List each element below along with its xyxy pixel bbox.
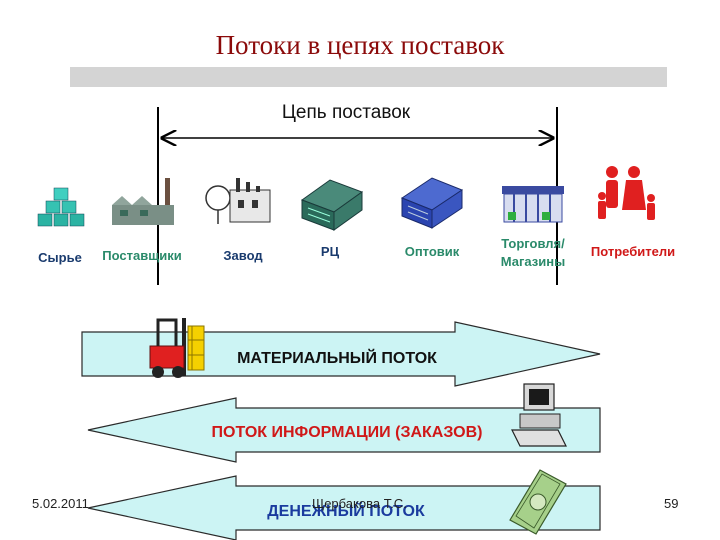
stage-label-plant: Завод [223,248,263,263]
computer-terminal-icon [512,384,566,446]
material-flow-label: МАТЕРИАЛЬНЫЙ ПОТОК [237,348,437,367]
stage-label-raw: Сырье [38,250,82,265]
stage-label-consumers: Потребители [591,244,675,259]
stage-label-dc: РЦ [321,244,340,259]
retail-store-icon [502,186,564,222]
stage-label-suppliers: Поставщики [102,248,181,263]
information-flow-label: ПОТОК ИНФОРМАЦИИ (ЗАКАЗОВ) [212,424,483,441]
consumers-icon [598,166,655,220]
distribution-center-icon [302,180,362,230]
raw-materials-icon [38,188,84,226]
stage-label-wholesaler: Оптовик [405,244,460,259]
supply-chain-label: Цепь поставок [282,102,411,123]
footer-page-number: 59 [664,496,678,511]
footer-date: 5.02.2011 [32,496,89,511]
plant-icon [206,178,270,224]
stage-label-retail-line2: Магазины [501,254,565,269]
forklift-icon [150,318,204,378]
footer-author: Щербакова Т.С. [312,496,407,511]
supplier-factory-icon [112,178,174,225]
wholesaler-icon [402,178,462,228]
stage-label-retail-line1: Торговля/ [501,236,565,251]
